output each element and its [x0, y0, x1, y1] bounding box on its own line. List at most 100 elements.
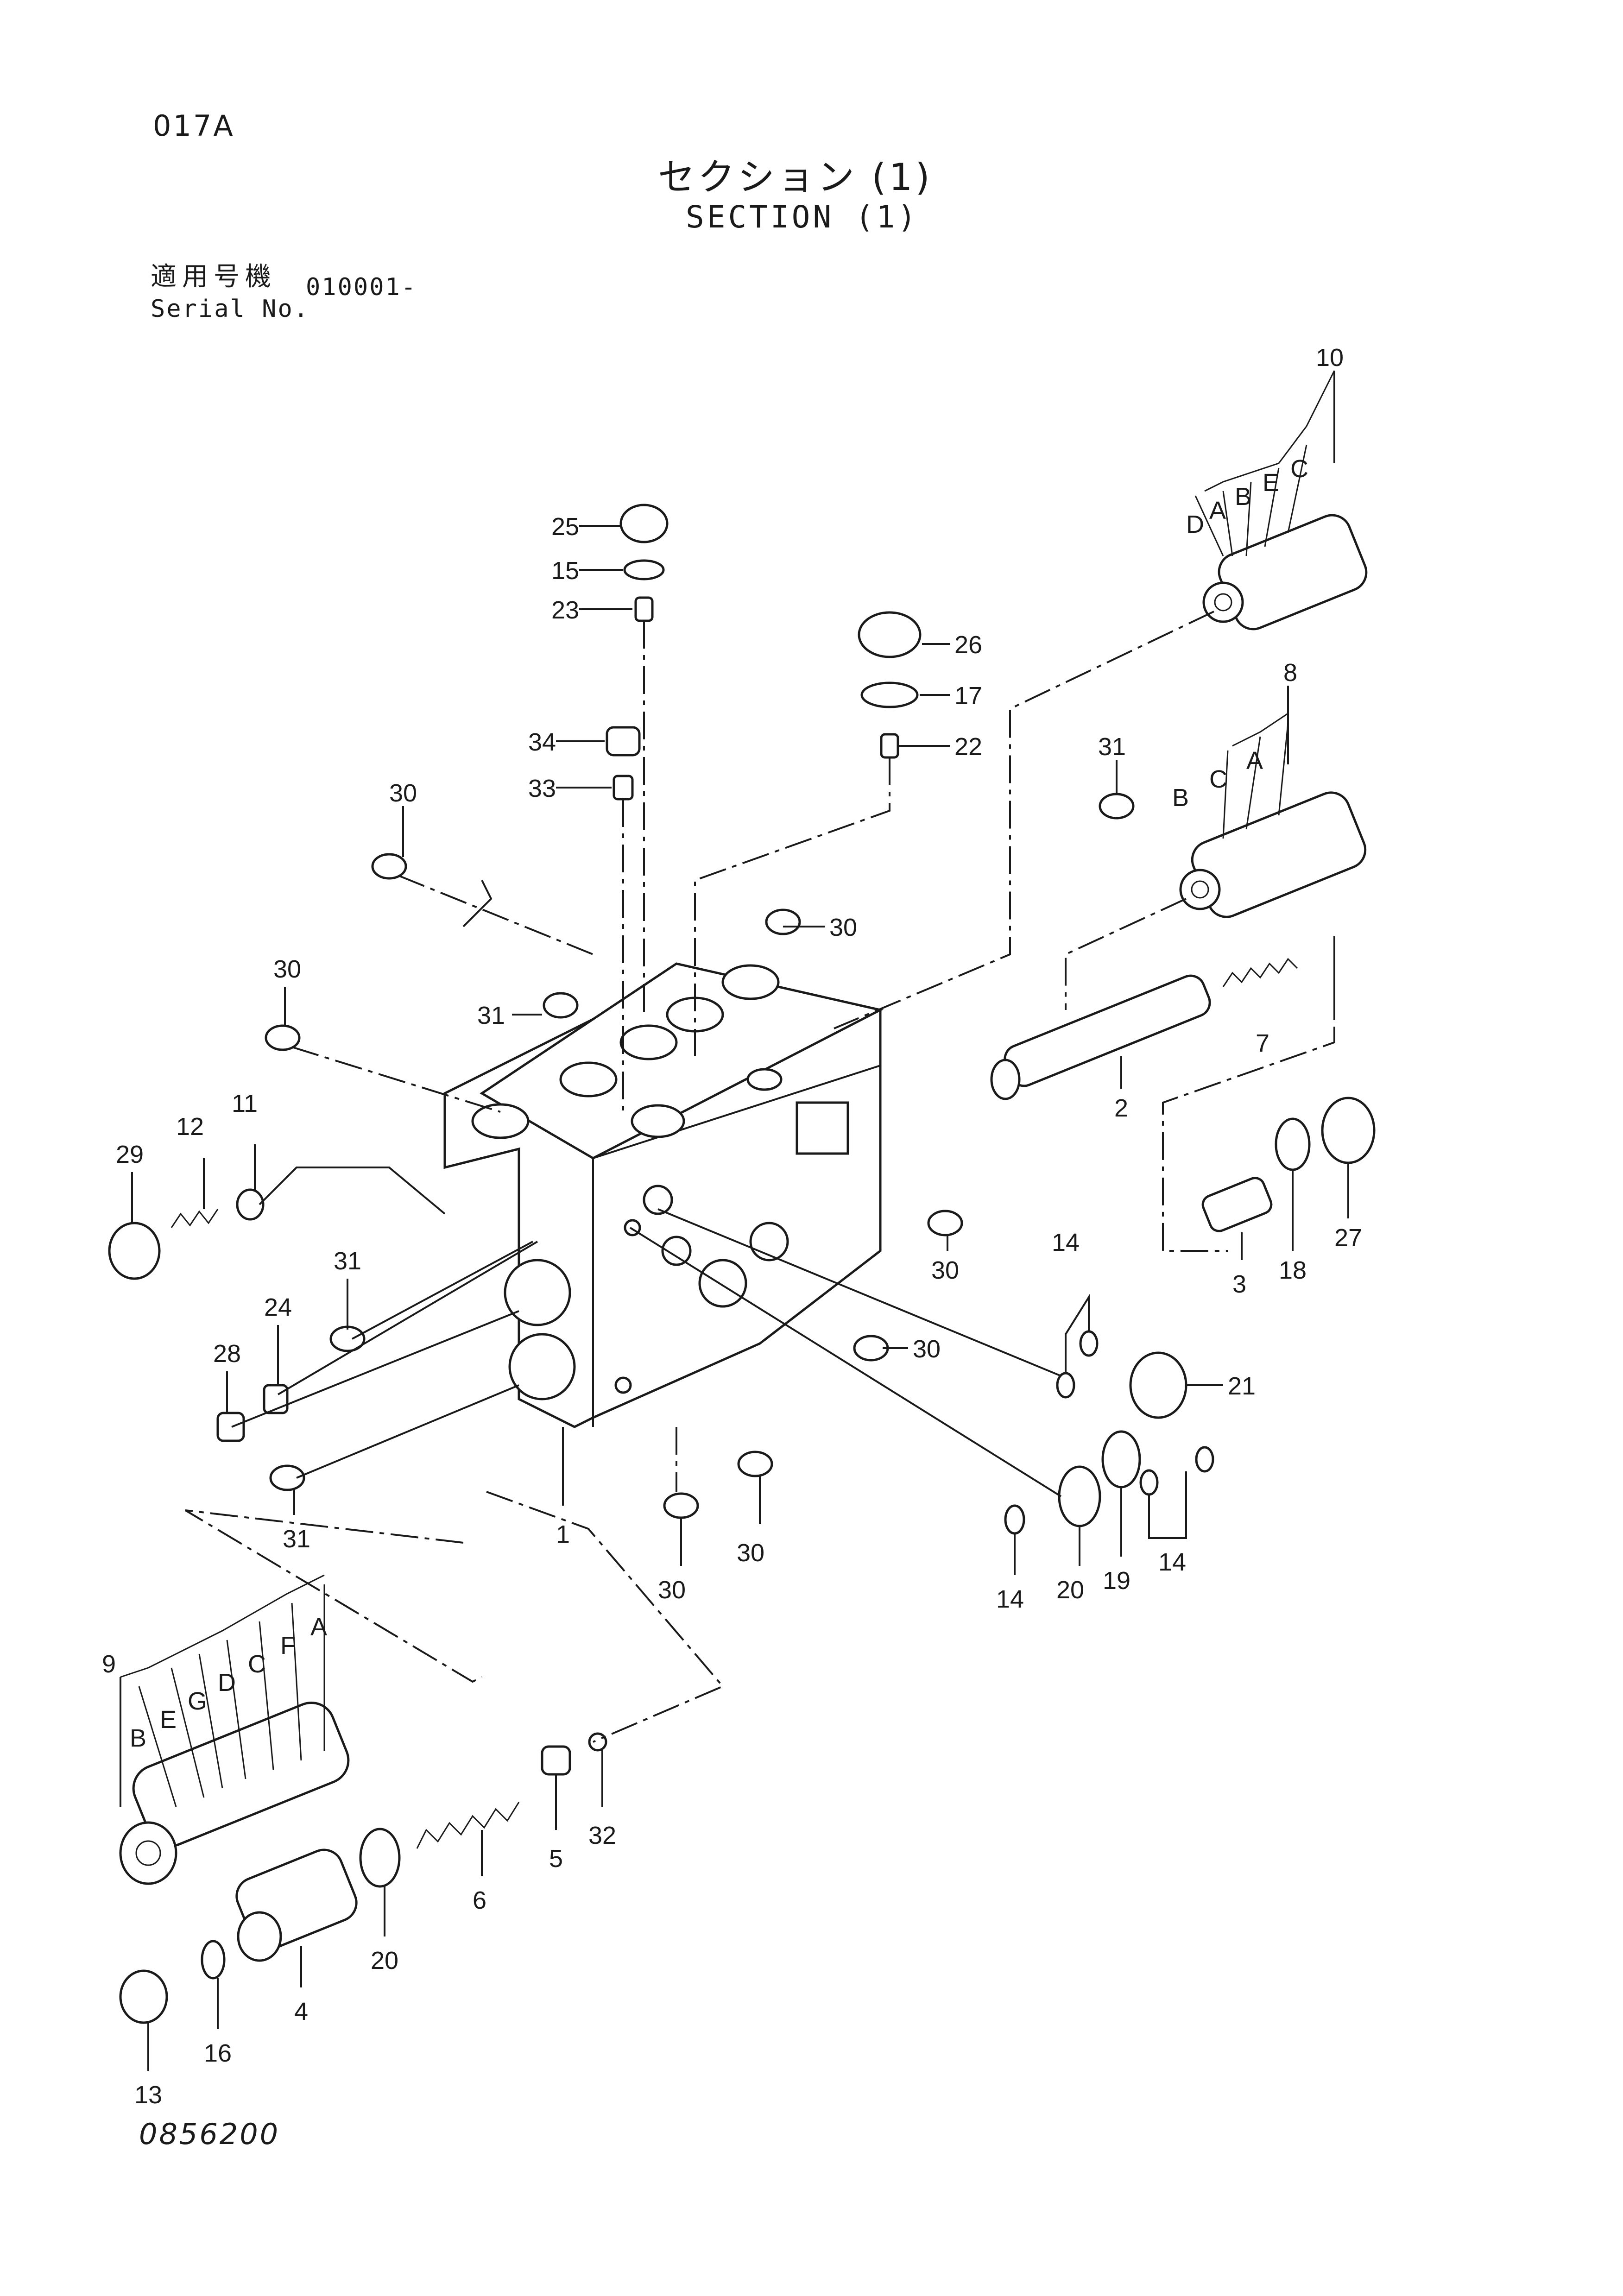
callout-26: 26 [954, 631, 982, 659]
callout-5: 5 [549, 1845, 563, 1873]
plug-29 [108, 1222, 161, 1280]
cartridge-9 [119, 1701, 350, 1885]
callout-15: 15 [551, 557, 579, 585]
callout-30-a: 30 [389, 779, 417, 807]
bolts-30-31 [265, 793, 1135, 1519]
fitting-4 [235, 1848, 358, 1962]
sublabel-9-a: A [310, 1613, 327, 1641]
callout-31-c: 31 [334, 1247, 361, 1275]
oring-18 [1275, 1117, 1311, 1171]
callout-30-g: 30 [658, 1576, 686, 1604]
plug-33 [613, 775, 634, 801]
sublabel-8-a: A [1246, 747, 1263, 775]
plug-34 [606, 726, 641, 757]
callout-9: 9 [102, 1650, 116, 1678]
callout-25: 25 [551, 513, 579, 541]
callout-4: 4 [294, 1998, 308, 2025]
callout-24: 24 [264, 1293, 292, 1321]
drawing-number: 0856200 [139, 2117, 280, 2151]
sublabel-10-a: A [1209, 497, 1226, 524]
valve-body-1 [443, 962, 884, 1428]
callout-20-a: 20 [1056, 1576, 1084, 1604]
callout-27: 27 [1334, 1224, 1362, 1252]
oring-19 [1101, 1430, 1141, 1489]
callout-14-c: 14 [1158, 1548, 1186, 1576]
sublabel-10-e: E [1263, 469, 1279, 497]
callout-2: 2 [1114, 1094, 1128, 1122]
callout-labels: 25 15 23 34 33 26 17 22 10 8 31 30 30 31… [102, 344, 1362, 2109]
oring-21 [1129, 1351, 1187, 1419]
page-title-japanese: セクション (1) [658, 156, 933, 199]
sublabel-fan-lines [120, 370, 1335, 1807]
spring-6 [416, 1802, 520, 1849]
callout-30-d: 30 [931, 1256, 959, 1284]
plug-13 [119, 1969, 168, 2024]
orings-14 [1004, 1330, 1214, 1535]
callout-31-d: 31 [283, 1525, 310, 1553]
callout-23: 23 [551, 596, 579, 624]
callout-30-f: 30 [737, 1539, 764, 1567]
oring-15 [623, 559, 665, 580]
ball-32 [588, 1732, 607, 1752]
callout-20-b: 20 [371, 1947, 398, 1974]
sublabel-9-f: F [280, 1632, 296, 1659]
callout-1: 1 [556, 1520, 570, 1548]
callout-13: 13 [134, 2081, 162, 2109]
callout-8: 8 [1283, 659, 1297, 687]
oring-16 [201, 1940, 226, 1980]
plug-22 [880, 733, 899, 759]
cartridge-8 [1179, 791, 1367, 918]
serial-label-japanese: 適用号機 [151, 262, 277, 292]
callout-18: 18 [1279, 1256, 1307, 1284]
callout-30-b: 30 [829, 914, 857, 941]
callout-34: 34 [528, 728, 556, 756]
callout-11: 11 [232, 1090, 258, 1117]
plug-11 [236, 1188, 265, 1221]
serial-label: Serial No. [151, 295, 310, 323]
sublabel-8-c: C [1209, 765, 1227, 793]
sublabel-9-g: G [188, 1687, 207, 1715]
callout-31-a: 31 [1098, 733, 1126, 761]
plug-3 [1201, 1177, 1273, 1232]
callout-29: 29 [116, 1141, 144, 1168]
callout-19: 19 [1103, 1567, 1130, 1595]
callout-30-e: 30 [913, 1335, 941, 1363]
callout-3: 3 [1232, 1270, 1246, 1298]
callout-30-c: 30 [273, 955, 301, 983]
serial-value: 010001- [306, 273, 417, 301]
callout-33: 33 [528, 775, 556, 802]
plug-23 [634, 596, 654, 622]
callout-28: 28 [213, 1340, 241, 1368]
oring-20-lower [359, 1828, 401, 1888]
plug-25 [619, 504, 669, 543]
plug-26 [858, 611, 922, 658]
callout-22: 22 [954, 733, 982, 761]
spring-7 [1222, 958, 1298, 987]
oring-17 [860, 681, 919, 708]
callout-12: 12 [176, 1113, 204, 1141]
page-code: 017A [153, 109, 235, 143]
leader-lines [120, 371, 1349, 2071]
oring-20-upper [1058, 1465, 1101, 1527]
plug-28 [216, 1412, 245, 1442]
sublabel-9-d: D [218, 1669, 236, 1697]
poppet-5 [541, 1745, 571, 1776]
sublabel-10-b: B [1235, 483, 1251, 511]
callout-7: 7 [1256, 1029, 1269, 1057]
page-title: SECTION (1) [686, 199, 919, 235]
spring-12 [171, 1209, 219, 1228]
cartridge-10 [1202, 514, 1368, 631]
callout-21: 21 [1228, 1372, 1256, 1400]
callout-16: 16 [204, 2039, 232, 2067]
sublabel-9-e: E [160, 1706, 177, 1734]
sublabel-letters: D A B E C B C A B E G D C F A [130, 455, 1308, 1752]
plug-27 [1321, 1097, 1376, 1164]
spool-2 [990, 974, 1211, 1100]
sublabel-10-d: D [1186, 511, 1204, 538]
callout-31-b: 31 [477, 1002, 505, 1029]
callout-32: 32 [588, 1822, 616, 1849]
sublabel-9-c: C [248, 1650, 266, 1678]
sublabel-9-b: B [130, 1724, 146, 1752]
connector-lines [231, 880, 1062, 1497]
